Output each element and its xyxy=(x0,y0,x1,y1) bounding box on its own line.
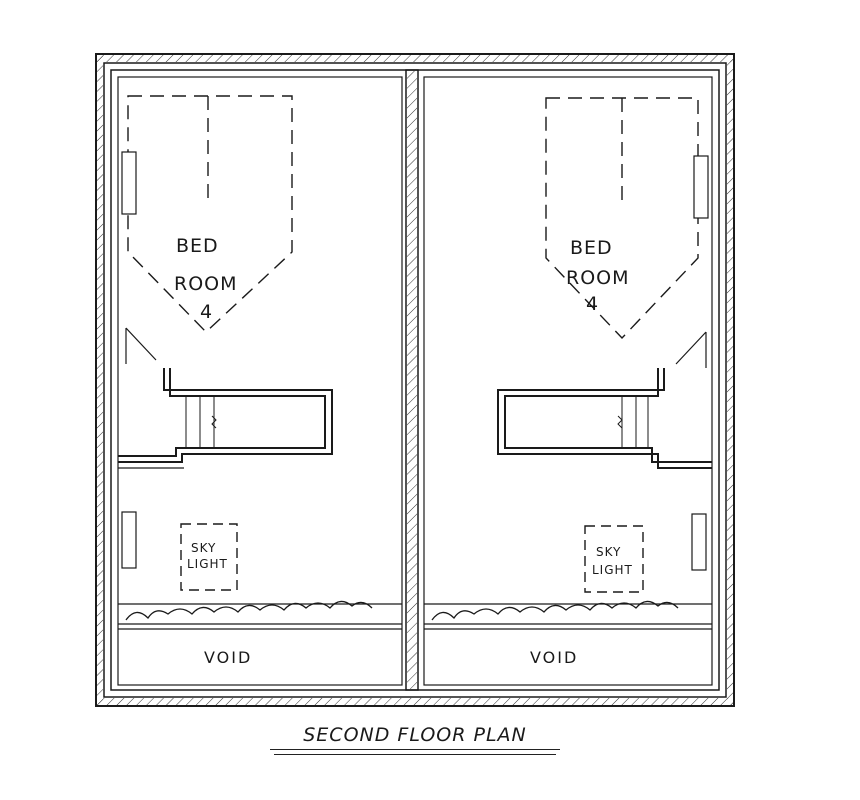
bed-outline-left xyxy=(127,95,293,333)
window-left-lower xyxy=(121,511,137,569)
door-right xyxy=(675,331,707,368)
skylight-label-right-line1: SKY xyxy=(596,545,621,559)
stair-wall-right xyxy=(497,368,712,469)
bedroom-label-right-line2: ROOM xyxy=(566,267,630,289)
balustrade-left xyxy=(118,600,402,630)
balustrade-right xyxy=(424,600,712,630)
skylight-label-left-line1: SKY xyxy=(191,541,216,555)
stair-treads-right xyxy=(617,396,649,448)
void-label-right: VOID xyxy=(530,648,578,667)
outer-wall-hatch xyxy=(97,55,733,705)
window-right-upper xyxy=(693,155,709,219)
skylight-label-right-line2: LIGHT xyxy=(592,563,633,577)
bedroom-label-left-line2: ROOM xyxy=(174,273,238,295)
stair-treads-left xyxy=(185,396,217,448)
skylight-left xyxy=(180,523,238,591)
right-unit: BED ROOM 4 SKY LIGHT VOID xyxy=(423,76,713,686)
window-right-lower xyxy=(691,513,707,571)
window-left-upper xyxy=(121,151,137,215)
stair-wall-left xyxy=(118,368,333,469)
bedroom-label-right-line1: BED xyxy=(570,237,613,259)
void-label-left: VOID xyxy=(204,648,252,667)
plan-caption: SECOND FLOOR PLAN xyxy=(270,724,560,755)
skylight-label-left-line2: LIGHT xyxy=(187,557,228,571)
skylight-right xyxy=(584,525,644,593)
bedroom-number-left: 4 xyxy=(200,301,213,323)
left-unit: BED ROOM 4 SKY LIGHT VOID xyxy=(117,76,403,686)
bedroom-number-right: 4 xyxy=(586,293,599,315)
bedroom-label-left-line1: BED xyxy=(176,235,219,257)
door-left xyxy=(125,327,157,364)
party-wall xyxy=(405,69,419,691)
bed-outline-right xyxy=(545,97,699,340)
